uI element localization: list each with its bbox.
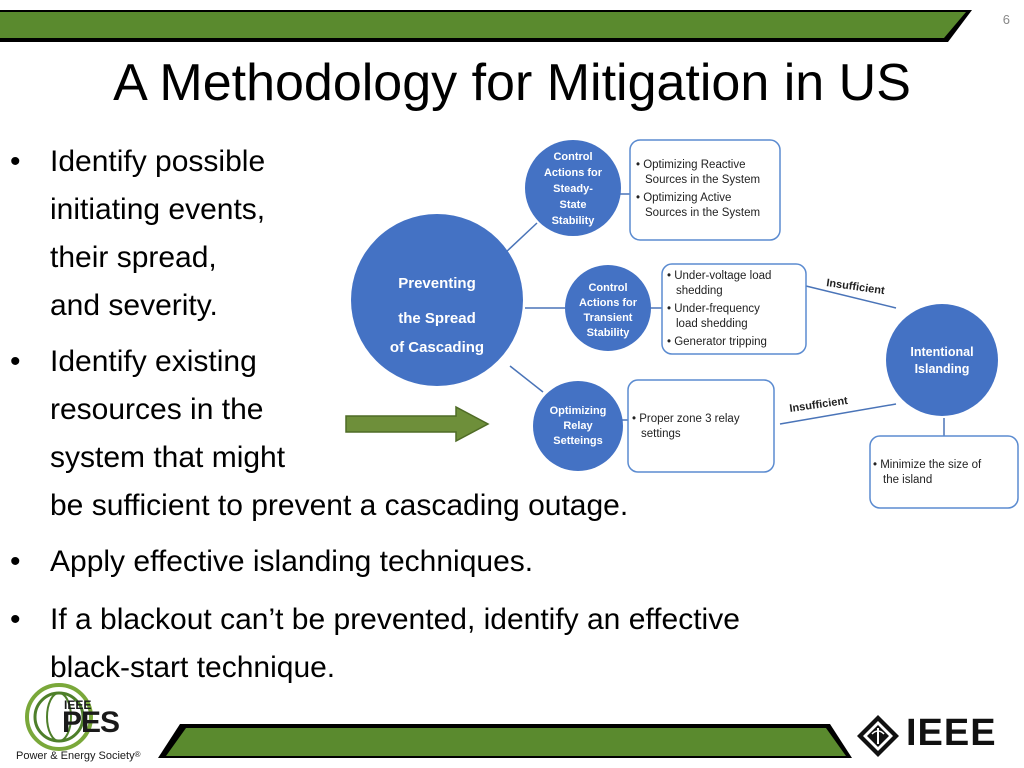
bullet-4-line-1: If a blackout can’t be prevented, identi… — [50, 603, 740, 636]
bullet-2-line-4: be sufficient to prevent a cascading out… — [50, 489, 629, 522]
insufficient-label-2: Insufficient — [789, 395, 849, 415]
center-line-3: of Cascading — [390, 339, 484, 356]
pes-globe-icon — [25, 683, 93, 751]
steady-line-5: Stability — [552, 215, 596, 227]
bullet-1-line-3: their spread, — [50, 241, 217, 274]
slide-title: A Methodology for Mitigation in US — [113, 54, 911, 112]
bullet-3-text: Apply effective islanding techniques. — [50, 545, 534, 578]
bullet-1-line-4: and severity. — [50, 289, 218, 322]
ieee-pes-logo: IEEE PES Power & Energy Society® — [12, 680, 162, 768]
transient-box: • Under-voltage load shedding • Under-fr… — [661, 263, 807, 355]
transient-item-1a: • Under-voltage load — [667, 270, 771, 282]
pes-ieee-text: IEEE — [64, 698, 92, 712]
center-line-2: the Spread — [398, 310, 476, 327]
transient-item-3: • Generator tripping — [667, 336, 767, 348]
relay-line-1: Optimizing — [550, 405, 607, 417]
insufficient-label-1: Insufficient — [826, 277, 886, 297]
bullet-4-line-2: black-start technique. — [50, 651, 336, 684]
footer-band — [158, 724, 852, 758]
steady-line-2: Actions for — [544, 167, 603, 179]
steady-item-1b: Sources in the System — [645, 174, 760, 186]
steady-line-1: Control — [553, 151, 592, 163]
transient-line-3: Transient — [584, 312, 633, 324]
transient-line-2: Actions for — [579, 297, 638, 309]
islanding-node: Intentional Islanding — [886, 304, 998, 416]
transient-item-2a: • Under-frequency — [667, 303, 760, 315]
transient-line-1: Control — [588, 282, 627, 294]
transient-line-4: Stability — [587, 327, 631, 339]
bullet-marker: • — [10, 345, 21, 378]
island-item-1b: the island — [883, 474, 932, 486]
islanding-line-2: Islanding — [915, 362, 970, 376]
relay-line-2: Relay — [563, 420, 593, 432]
bullet-1-line-2: initiating events, — [50, 193, 266, 226]
center-line-1: Preventing — [398, 275, 476, 292]
ieee-logo: IEEE — [856, 712, 1018, 758]
header-band — [0, 10, 972, 42]
islanding-line-1: Intentional — [910, 345, 973, 359]
bullet-marker: • — [10, 145, 21, 178]
transient-item-1b: shedding — [676, 285, 723, 297]
bullet-2-line-3: system that might — [50, 441, 286, 474]
island-item-1a: • Minimize the size of — [873, 459, 982, 471]
steady-item-2a: • Optimizing Active — [636, 192, 731, 204]
steady-item-1a: • Optimizing Reactive — [636, 159, 745, 171]
steady-item-2b: Sources in the System — [645, 207, 760, 219]
pes-tagline: Power & Energy Society® — [16, 750, 141, 762]
bullet-2-line-1: Identify existing — [50, 345, 257, 378]
center-node: Preventing the Spread of Cascading — [351, 214, 523, 386]
steady-state-node: Control Actions for Steady- State Stabil… — [525, 140, 621, 236]
bullet-marker: • — [10, 545, 21, 578]
islanding-box: • Minimize the size of the island — [869, 435, 1019, 509]
relay-box: • Proper zone 3 relay settings — [627, 379, 775, 473]
transient-node: Control Actions for Transient Stability — [565, 265, 651, 351]
relay-item-1b: settings — [641, 428, 681, 440]
bullet-1-line-1: Identify possible — [50, 145, 266, 178]
steady-line-3: Steady- — [553, 183, 593, 195]
ieee-diamond-icon — [857, 715, 899, 757]
relay-item-1a: • Proper zone 3 relay — [632, 413, 740, 425]
right-arrow-icon — [345, 405, 490, 443]
bullet-2-line-2: resources in the — [50, 393, 264, 426]
relay-node: Optimizing Relay Setteings — [533, 381, 623, 471]
transient-item-2b: load shedding — [676, 318, 748, 330]
relay-line-3: Setteings — [553, 435, 603, 447]
steady-line-4: State — [560, 199, 587, 211]
ieee-text: IEEE — [906, 712, 997, 754]
steady-state-box: • Optimizing Reactive Sources in the Sys… — [629, 139, 781, 241]
mitigation-diagram: Preventing the Spread of Cascading Contr… — [351, 139, 1019, 509]
bullet-marker: • — [10, 603, 21, 636]
slide-number: 6 — [1002, 12, 1010, 27]
pes-main-text: PES — [62, 706, 120, 739]
